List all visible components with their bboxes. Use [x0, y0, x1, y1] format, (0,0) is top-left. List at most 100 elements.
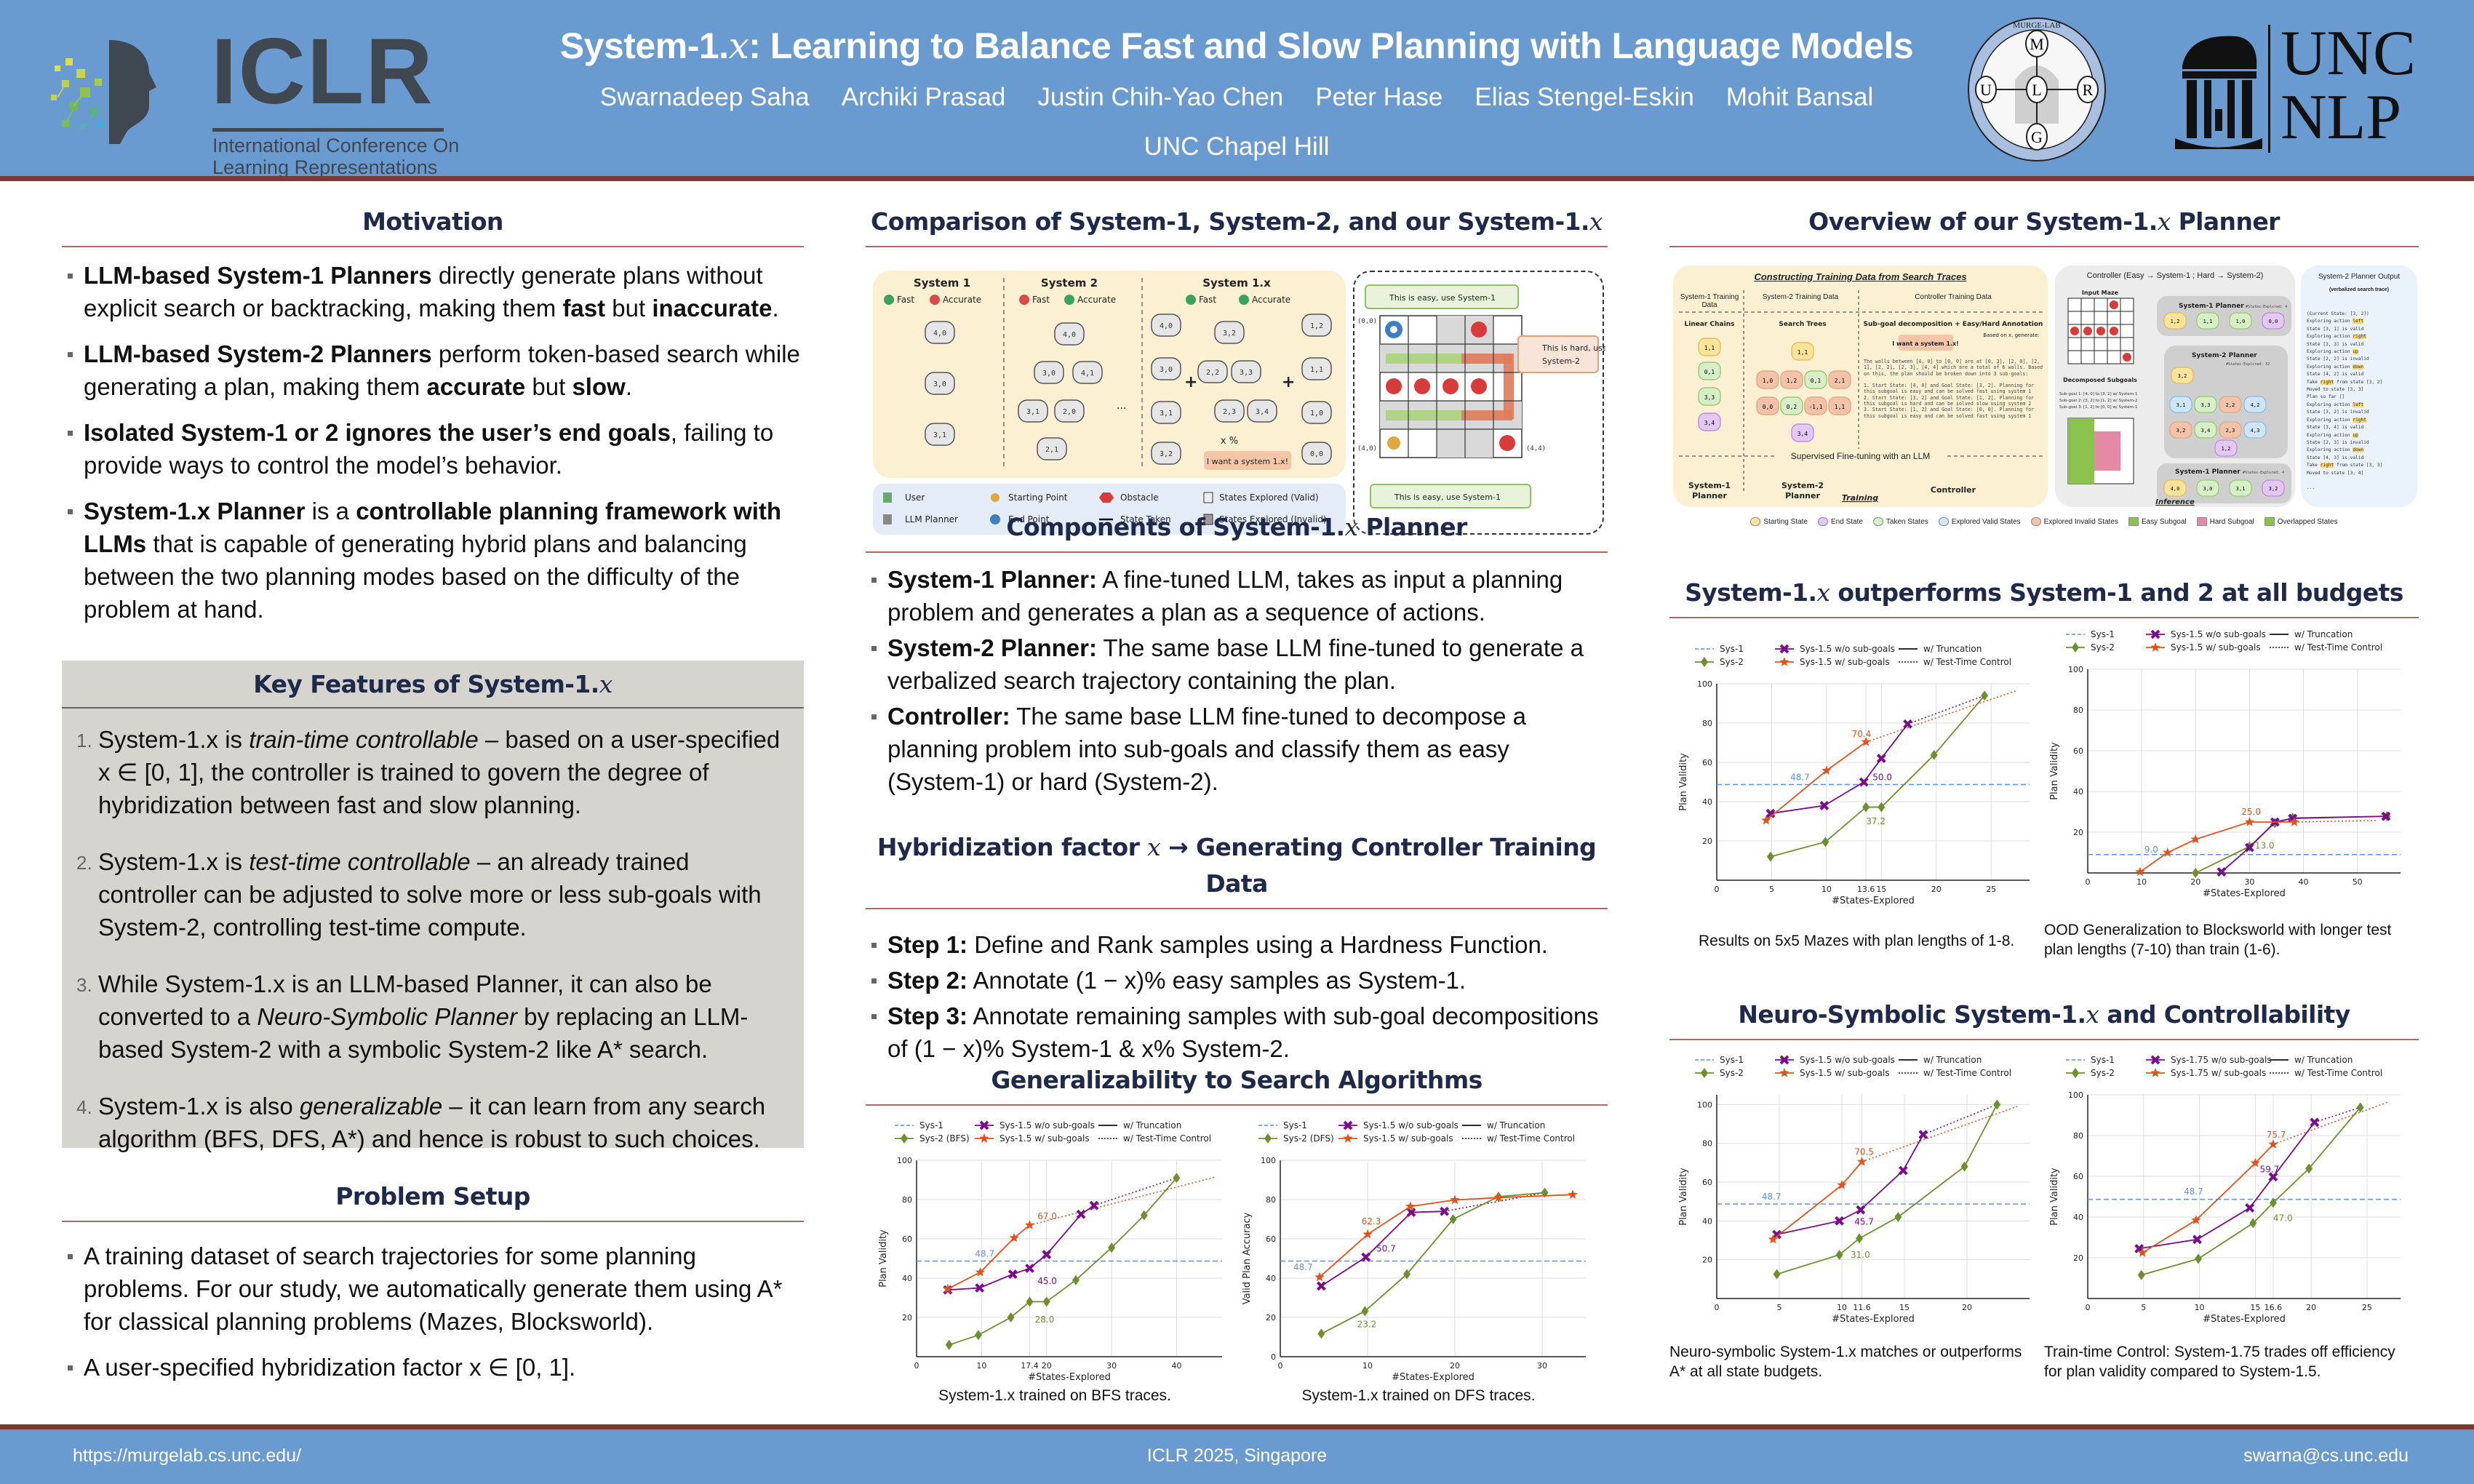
trace-line: (Current State: [3, 2]) — [2307, 311, 2369, 316]
svg-text:48.7: 48.7 — [2184, 1186, 2203, 1197]
svg-text:#States-Explored: 32: #States-Explored: 32 — [2226, 362, 2270, 367]
title-var: x — [1344, 513, 1359, 541]
legend-item: Taken States — [1872, 517, 1928, 526]
svg-text:#States-Explored: 4: #States-Explored: 4 — [2243, 471, 2284, 475]
footer-divider — [0, 1424, 2474, 1429]
text: While System-1.x is an LLM-based Planner… — [98, 970, 712, 1030]
svg-text:100: 100 — [1697, 679, 1712, 689]
bold-text: Isolated System-1 or 2 ignores the user’… — [84, 419, 671, 446]
section-rule — [866, 1104, 1608, 1106]
svg-text:40: 40 — [1702, 797, 1712, 807]
legend-label: End State — [1831, 517, 1863, 526]
svg-text:80: 80 — [1702, 1139, 1712, 1149]
poster-footer: https://murgelab.cs.unc.edu/ ICLR 2025, … — [0, 1429, 2474, 1484]
training-col-header: System-2 Training Data — [1762, 293, 1839, 301]
svg-text:80: 80 — [2073, 706, 2083, 715]
svg-text:40: 40 — [1702, 1216, 1712, 1226]
bold-text: accurate — [426, 373, 526, 400]
title-prefix: Components of System-1. — [1006, 513, 1345, 541]
svg-text:3,4: 3,4 — [1256, 408, 1269, 416]
svg-text:0: 0 — [2086, 877, 2091, 887]
svg-text:3,1: 3,1 — [933, 431, 946, 439]
comparison-legend: User LLM Planner Starting Point End Poin… — [873, 484, 1346, 535]
svg-text:20: 20 — [2190, 877, 2200, 887]
key-feature-item: 1.System-1.x is train-time controllable … — [76, 723, 789, 821]
trace-line: Exploring action up — [2307, 349, 2358, 355]
section-title-key-features: Key Features of System-1.x — [62, 661, 804, 703]
svg-text:20: 20 — [1702, 1256, 1712, 1265]
text: Define and Rank samples using a Hardness… — [967, 931, 1548, 958]
svg-text:#States-Explored: #States-Explored — [1832, 1314, 1915, 1325]
text: – it can learn from any search algorithm… — [98, 1093, 766, 1152]
svg-text:Sys-1.5 w/o sub-goals: Sys-1.5 w/o sub-goals — [1363, 1120, 1459, 1130]
svg-text:1,0: 1,0 — [2236, 319, 2246, 324]
svg-text:15: 15 — [1876, 885, 1886, 894]
text: System-1.x is — [98, 848, 250, 875]
svg-text:3,3: 3,3 — [2201, 402, 2211, 408]
legend-item: End State — [1818, 517, 1863, 526]
svg-text:0: 0 — [1278, 1361, 1283, 1371]
svg-text:Sub-goal 3: [1, 2] to [0, 0] w: Sub-goal 3: [1, 2] to [0, 0] w/ System-1 — [2059, 405, 2138, 410]
svg-text:80: 80 — [1702, 719, 1712, 728]
svg-text:w/ Truncation: w/ Truncation — [1123, 1120, 1181, 1130]
svg-text:Sys-1.5 w/o sub-goals: Sys-1.5 w/o sub-goals — [1800, 644, 1895, 654]
title-var: x — [1589, 207, 1603, 236]
section-rule — [866, 908, 1608, 909]
comparison-trees-diagram: System 1 System 2 System 1.x Fast Accura… — [884, 276, 1332, 470]
svg-text:w/ Truncation: w/ Truncation — [2294, 1055, 2353, 1065]
title-prefix: Neuro-Symbolic System-1. — [1738, 1000, 2086, 1029]
legend-label: Taken States — [1886, 517, 1928, 526]
text: , failing to provide ways to control the… — [84, 419, 774, 479]
svg-text:23.2: 23.2 — [1357, 1320, 1377, 1330]
svg-text:2,3: 2,3 — [1223, 408, 1236, 416]
svg-text:System-1 Planner: System-1 Planner — [2175, 468, 2240, 476]
title-var: x — [1147, 833, 1161, 861]
legend-icons: User LLM Planner Starting Point End Poin… — [883, 492, 1327, 525]
component-item: Controller: The same base LLM fine-tuned… — [866, 700, 1608, 798]
svg-text:20: 20 — [2306, 1303, 2316, 1312]
svg-text:Sys-1: Sys-1 — [1283, 1120, 1307, 1130]
logo-divider — [2268, 25, 2270, 153]
step-item: Step 1: Define and Rank samples using a … — [866, 928, 1608, 961]
svg-text:x %: x % — [1221, 436, 1238, 447]
svg-text:Sys-1.5 w/ sub-goals: Sys-1.5 w/ sub-goals — [1800, 1068, 1890, 1078]
svg-text:31.0: 31.0 — [1851, 1250, 1870, 1260]
title-suffix: Planner — [1357, 513, 1467, 541]
inference-diagram: Input Maze Decomposed Subgoals Sub-goal … — [2059, 290, 2291, 506]
svg-text:#States-Explored: #States-Explored — [2203, 888, 2286, 899]
svg-text:L: L — [2032, 81, 2041, 99]
svg-text:100: 100 — [897, 1156, 912, 1165]
bold-text: Step 3: — [887, 1002, 968, 1029]
svg-text:Accurate: Accurate — [943, 295, 981, 305]
svg-text:Sys-1: Sys-1 — [919, 1120, 943, 1130]
svg-text:Sys-1.5 w/ sub-goals: Sys-1.5 w/ sub-goals — [1363, 1133, 1453, 1144]
bold-text: LLM-based System-2 Planners — [84, 340, 432, 367]
svg-text:62.3: 62.3 — [1362, 1216, 1381, 1226]
svg-text:17.4: 17.4 — [1021, 1361, 1039, 1371]
svg-text:Plan Validity: Plan Validity — [1678, 1168, 1689, 1226]
svg-text:0,1: 0,1 — [1704, 369, 1715, 375]
left-column: Motivation LLM-based System-1 Planners d… — [62, 204, 804, 1381]
section-title-hybridization: Hybridization factor x → Generating Cont… — [866, 829, 1608, 902]
legend-swatch-icon — [2030, 517, 2041, 526]
title-var: x — [2086, 1000, 2099, 1029]
text: but — [525, 373, 572, 400]
svg-text:60: 60 — [1702, 758, 1712, 767]
svg-text:This is easy, use System-1: This is easy, use System-1 — [1394, 492, 1501, 502]
svg-text:System-1: System-1 — [1688, 481, 1731, 490]
text: perform token-based search while generat… — [84, 340, 800, 400]
svg-text:#States-Explored: #States-Explored — [1392, 1372, 1475, 1383]
text: directly generate plans without explicit… — [84, 262, 763, 322]
svg-text:70.5: 70.5 — [1854, 1147, 1874, 1157]
lab-url-link[interactable]: https://murgelab.cs.unc.edu/ — [73, 1445, 302, 1466]
section-title-neuro-symbolic: Neuro-Symbolic System-1.x and Controllab… — [1669, 997, 2419, 1033]
section-rule — [62, 246, 804, 247]
svg-text:Obstacle: Obstacle — [1120, 492, 1159, 503]
svg-text:20: 20 — [1931, 885, 1942, 894]
section-title-problem-setup: Problem Setup — [335, 1182, 530, 1210]
contact-email-link[interactable]: swarna@cs.unc.edu — [2243, 1445, 2409, 1466]
legend-swatch-icon — [1818, 517, 1828, 526]
